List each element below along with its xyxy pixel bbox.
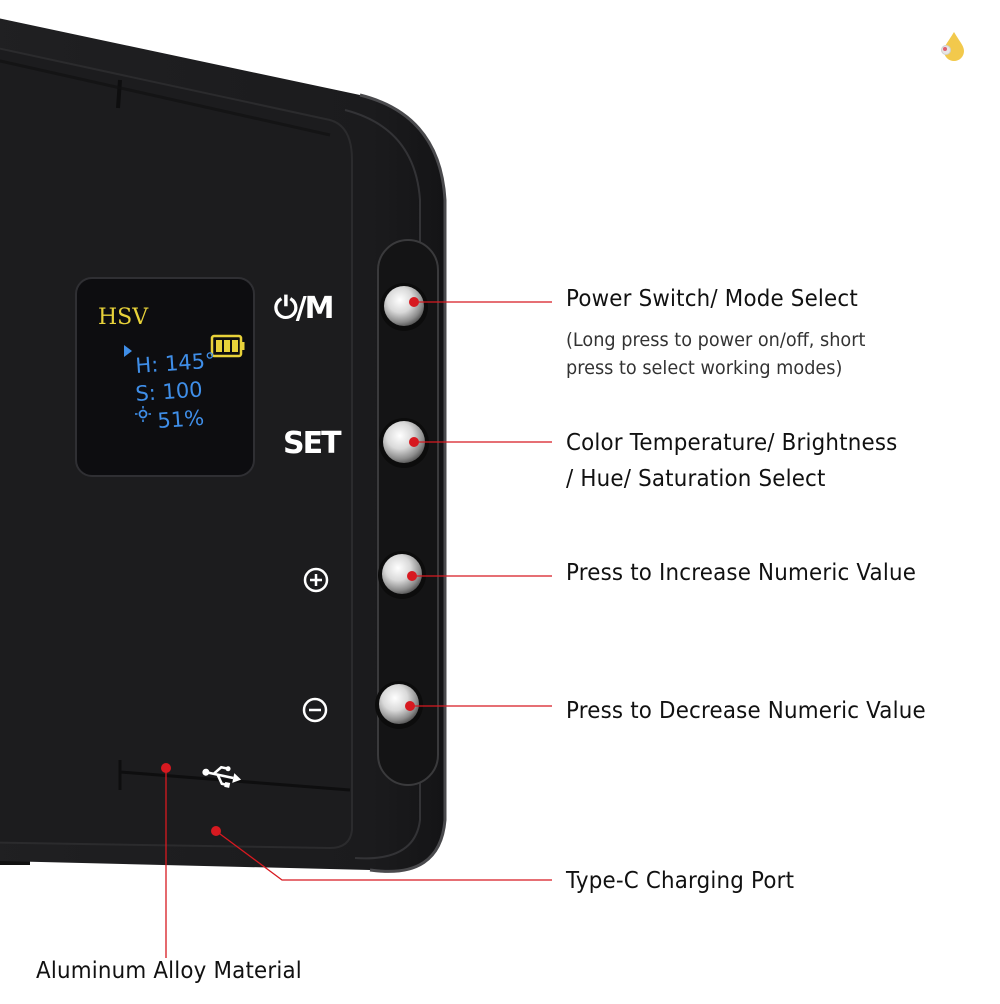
battery-icon: [210, 334, 245, 358]
material-callout: Aluminum Alloy Material: [36, 958, 302, 984]
brand-logo-icon: [941, 32, 964, 61]
brightness-icon: [135, 406, 151, 422]
plus-icon: [303, 567, 329, 593]
decrease-button[interactable]: [375, 681, 423, 729]
power-switch-description: (Long press to power on/off, short press…: [566, 326, 865, 382]
screen-saturation-text: S: 100: [135, 377, 204, 406]
power-desc-line-1: (Long press to power on/off, short: [566, 329, 866, 351]
minus-icon: [302, 697, 328, 723]
power-mode-label: ⏻/M: [274, 291, 333, 326]
set-button[interactable]: [379, 418, 429, 468]
set-callout-line-2: / Hue/ Saturation Select: [566, 466, 826, 492]
callout-lines: [165, 301, 552, 958]
set-label: SET: [283, 426, 342, 461]
decrease-callout: Press to Decrease Numeric Value: [566, 698, 926, 724]
power-mode-button[interactable]: [380, 283, 428, 331]
screen-brightness-text: 51%: [157, 406, 205, 433]
power-desc-line-2: press to select working modes): [566, 357, 843, 379]
screen-hue-text: H: 145°: [135, 348, 217, 378]
oled-screen: HSV H: 145° S: 100 51%: [75, 277, 255, 477]
play-indicator-icon: [124, 345, 132, 357]
callout-dots: [161, 297, 419, 836]
power-switch-title: Power Switch/ Mode Select: [566, 286, 858, 312]
typec-callout: Type-C Charging Port: [566, 868, 795, 894]
increase-button[interactable]: [378, 551, 426, 599]
screen-mode-text: HSV: [98, 305, 149, 330]
usb-icon: [202, 765, 242, 788]
set-callout-line-1: Color Temperature/ Brightness: [566, 430, 898, 456]
increase-callout: Press to Increase Numeric Value: [566, 560, 917, 586]
